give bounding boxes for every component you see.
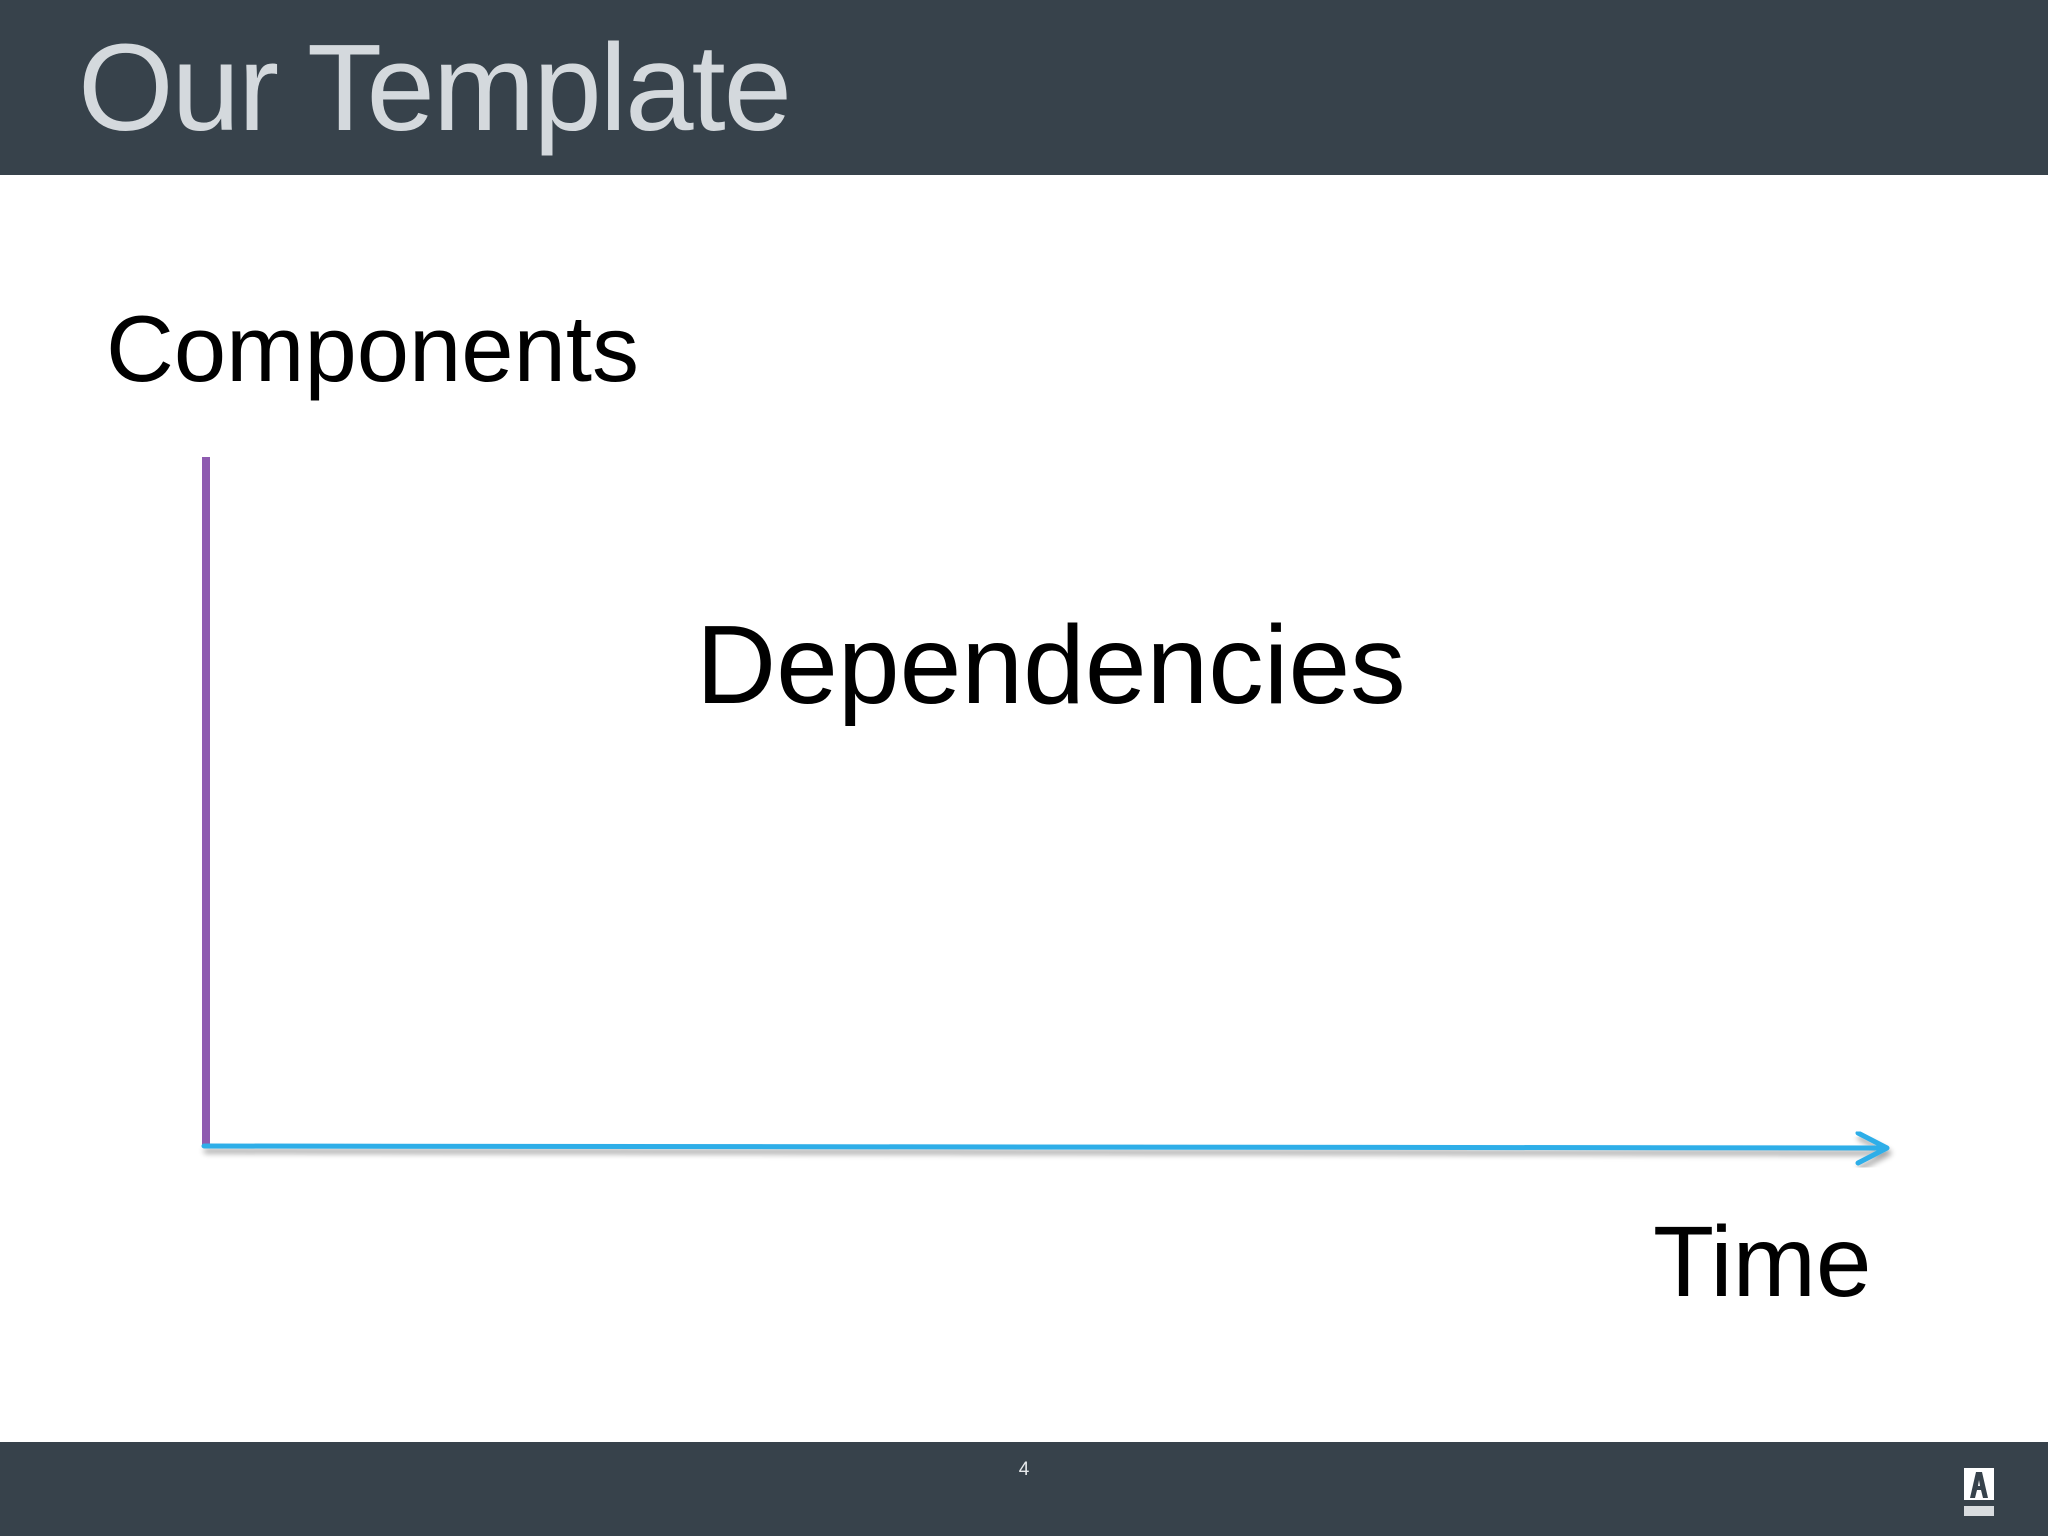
footer-bar: [0, 1442, 2048, 1536]
slide-title: Our Template: [78, 20, 792, 157]
header-bar: Our Template: [0, 0, 2048, 175]
arrowhead: [1855, 1130, 1890, 1166]
page-number: 4: [1018, 1459, 1030, 1480]
center-label: Dependencies: [696, 603, 1406, 727]
y-axis-label: Components: [106, 296, 639, 401]
x-axis-label: Time: [1653, 1206, 1872, 1318]
adobe-logo-icon: [1964, 1468, 1994, 1516]
x-axis-arrow: [201, 1130, 1890, 1166]
x-axis-line: [201, 1143, 1889, 1151]
